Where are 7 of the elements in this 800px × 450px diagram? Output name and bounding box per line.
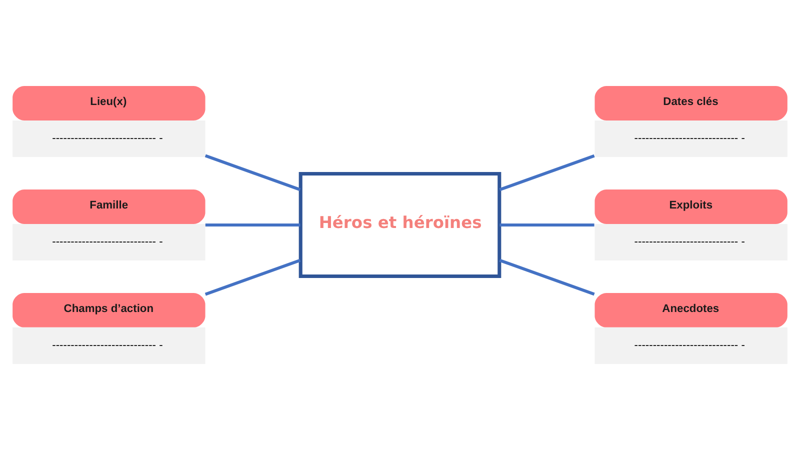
node-box: Héros et héroïnes: [298, 172, 502, 278]
connector: [499, 258, 595, 296]
connector: [204, 154, 301, 192]
connector: [204, 258, 301, 296]
connector: [205, 223, 300, 227]
connector: [499, 154, 595, 192]
connector: [500, 223, 594, 227]
